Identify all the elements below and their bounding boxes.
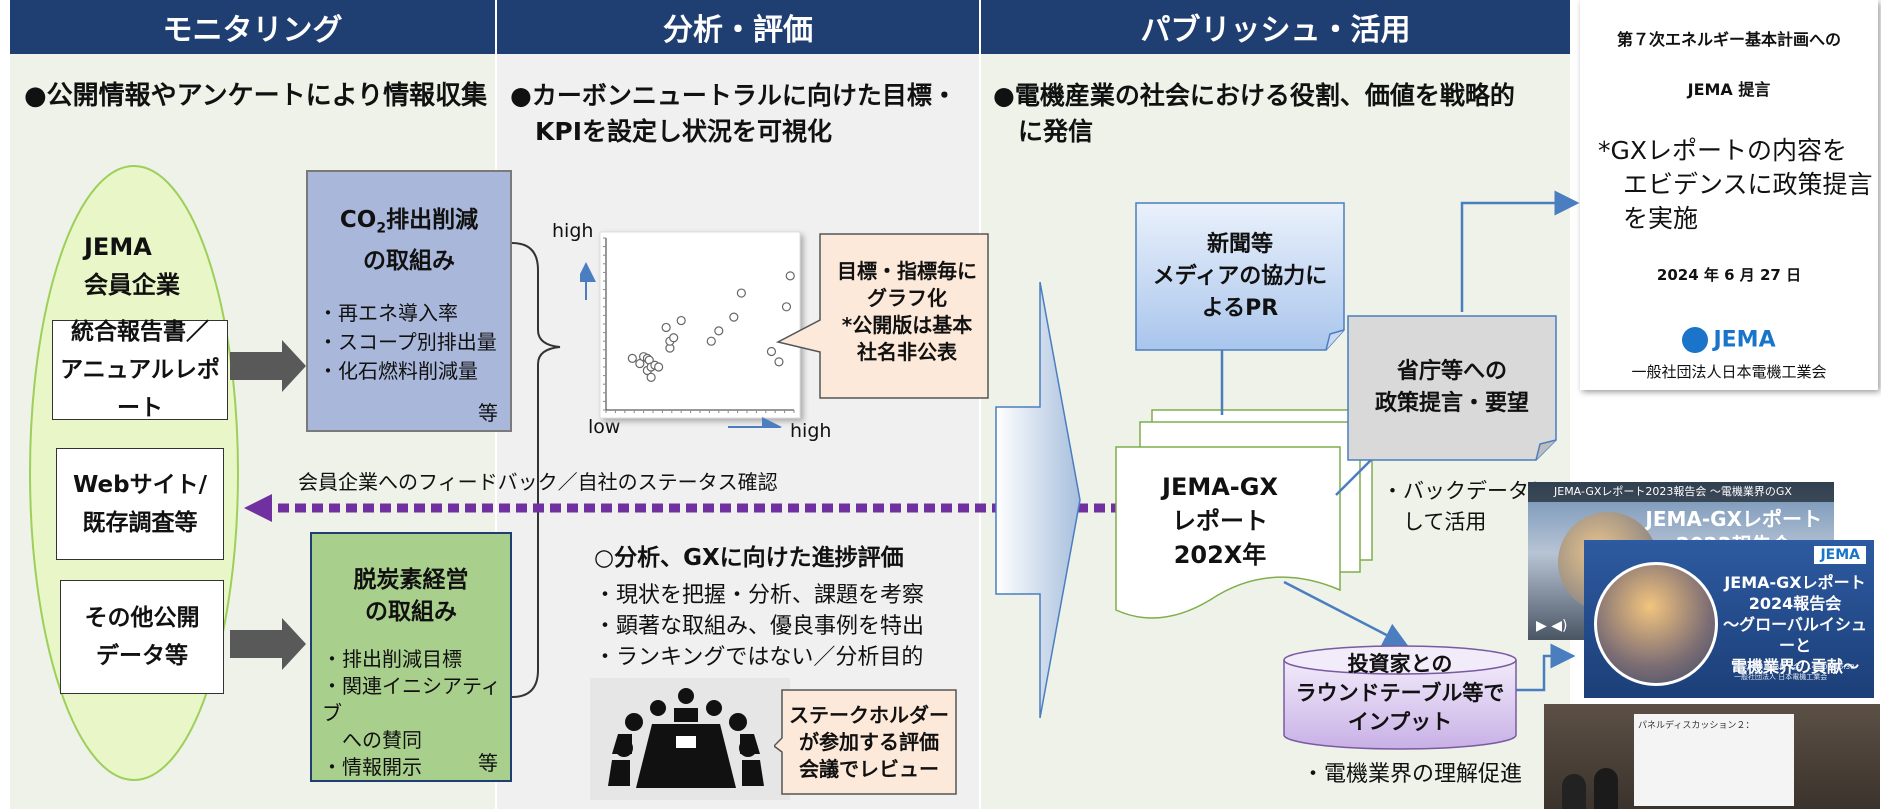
scatter-point bbox=[729, 312, 739, 322]
scatter-point bbox=[669, 333, 679, 343]
scatter-point bbox=[785, 271, 795, 281]
monitoring-heading: ●公開情報やアンケートにより情報収集 bbox=[24, 81, 488, 111]
co2-box-items: ・再エネ導入率・スコープ別排出量・化石燃料削減量 bbox=[318, 300, 497, 383]
decarb-box: 脱炭素経営の取組み ・排出削減目標・関連イニシアティブ への賛同・情報開示 等 bbox=[310, 532, 512, 782]
arrow-to-co2 bbox=[230, 340, 306, 392]
scatter-y-high: high bbox=[552, 220, 594, 242]
publish-heading: ●電機産業の社会における役割、価値を戦略的 に発信 bbox=[993, 81, 1515, 146]
backdata-text: ・バックデータと して活用 bbox=[1382, 479, 1550, 534]
proposal-document: 第７次エネルギー基本計画への JEMA 提言 *GXレポートの内容を エビデンス… bbox=[1580, 0, 1878, 390]
source-website: Webサイト/既存調査等 bbox=[56, 448, 224, 560]
scatter-point bbox=[766, 346, 777, 357]
meeting-icon bbox=[590, 678, 790, 800]
source-annual-report: 統合報告書／アニュアルレポート bbox=[52, 319, 228, 421]
source-other-public: その他公開データ等 bbox=[60, 580, 224, 694]
header-analysis: 分析・評価 bbox=[497, 0, 979, 54]
scatter-point bbox=[627, 353, 637, 363]
event-photo: パネルディスカッション２： bbox=[1544, 704, 1880, 809]
meeting-callout-shape bbox=[774, 689, 957, 795]
scatter-point bbox=[676, 315, 686, 326]
co2-box: CO2排出削減の取組み ・再エネ導入率・スコープ別排出量・化石燃料削減量 等 bbox=[306, 170, 512, 432]
scatter-x-high: high bbox=[790, 420, 832, 442]
report-doc bbox=[1115, 446, 1341, 619]
policy-box-label: 省庁等への政策提言・要望 bbox=[1374, 359, 1529, 416]
feedback-label: 会員企業へのフィードバック／自社のステータス確認 bbox=[298, 470, 778, 494]
arrow-to-decarb bbox=[230, 618, 306, 670]
co2-box-suffix: 等 bbox=[478, 401, 498, 425]
scatter-x-low: low bbox=[588, 416, 621, 438]
scatter-point bbox=[646, 372, 656, 382]
understanding-text: ・電機業界の理解促進 bbox=[1302, 762, 1523, 787]
scatter-point bbox=[781, 302, 792, 312]
scatter-point bbox=[635, 358, 645, 369]
scatter-callout: 目標・指標毎にグラフ化*公開版は基本社名非公表 bbox=[837, 259, 977, 364]
header-monitoring: モニタリング bbox=[10, 0, 495, 54]
proposal-date: 2024 年 6 月 27 日 bbox=[1656, 266, 1802, 284]
video-2024-badge: JEMA bbox=[1814, 546, 1866, 564]
brace bbox=[511, 242, 561, 698]
scatter-point bbox=[736, 288, 746, 298]
scatter-point bbox=[714, 326, 724, 336]
eval-title: ○分析、GXに向けた進捗評価 bbox=[594, 545, 904, 571]
proposal-title: 第７次エネルギー基本計画への bbox=[1616, 30, 1841, 49]
scatter-point bbox=[774, 357, 784, 367]
co2-box-title: CO2排出削減の取組み bbox=[339, 207, 479, 274]
play-icon: ▶ ◀) bbox=[1536, 618, 1568, 634]
investor-label: 投資家とのラウンドテーブル等でインプット bbox=[1295, 652, 1505, 734]
proposal-subtitle: JEMA 提言 bbox=[1687, 80, 1771, 99]
eval-items: ・現状を把握・分析、課題を考察・顕著な取組み、優良事例を特出・ランキングではない… bbox=[594, 583, 925, 670]
scatter-point bbox=[661, 322, 671, 333]
scatter-chart bbox=[580, 231, 801, 428]
feedback-arrowhead bbox=[244, 494, 272, 522]
proposal-note: *GXレポートの内容を エビデンスに政策提言 を実施 bbox=[1598, 136, 1873, 233]
investor-cylinder bbox=[1283, 660, 1517, 750]
publish-chevron bbox=[995, 281, 1081, 719]
media-box-label: 新聞等メディアの協力によるPR bbox=[1152, 231, 1328, 321]
proposal-org: 一般社団法人日本電機工業会 bbox=[1631, 363, 1827, 381]
header-publish: パブリッシュ・活用 bbox=[981, 0, 1570, 54]
jema-logo: JEMA bbox=[1580, 327, 1878, 353]
scatter-point bbox=[706, 336, 716, 346]
event-slide: パネルディスカッション２： bbox=[1634, 714, 1794, 806]
scatter-point bbox=[654, 362, 664, 372]
scatter-callout-shape bbox=[775, 233, 989, 399]
analysis-heading: ●カーボンニュートラルに向けた目標・ KPIを設定し状況を可視化 bbox=[510, 81, 957, 146]
decarb-box-suffix: 等 bbox=[478, 751, 498, 775]
meeting-callout: ステークホルダーが参加する評価会議でレビュー bbox=[789, 703, 949, 781]
